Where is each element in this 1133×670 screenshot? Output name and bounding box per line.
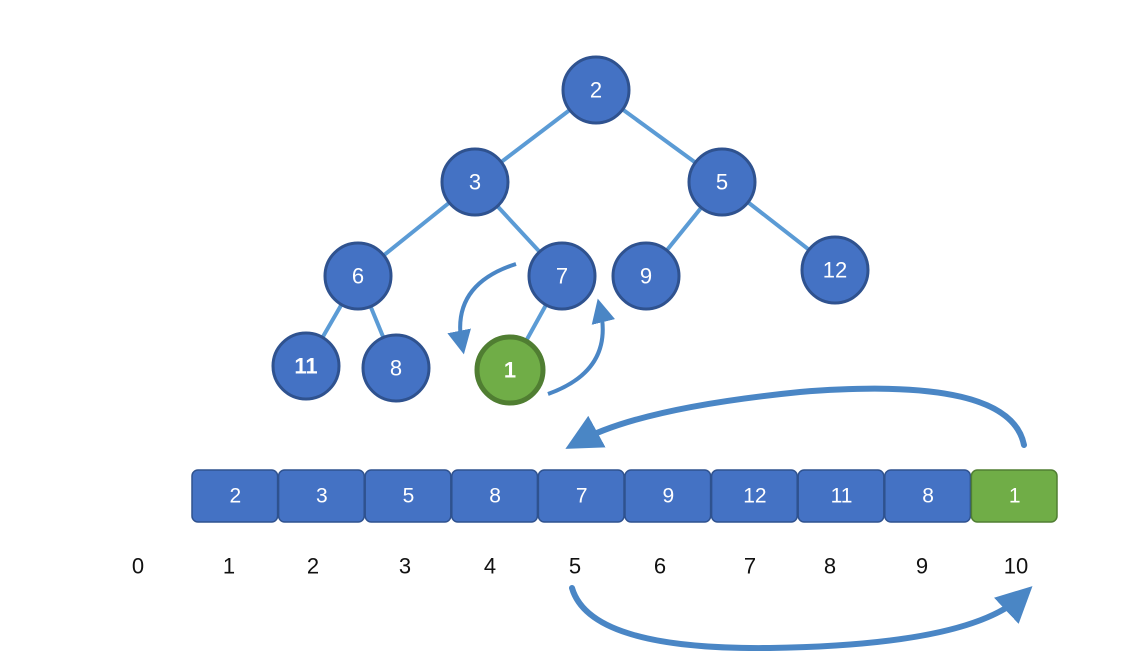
array-cell-1: 2 [191, 469, 279, 523]
tree-nodes: 2 3 5 6 7 9 12 11 8 1 [271, 55, 870, 406]
array-cell-5: 7 [537, 469, 625, 523]
swap-arrows [447, 262, 616, 396]
array-cell-value: 5 [403, 485, 415, 508]
tree-node-label: 3 [469, 170, 481, 195]
arrow-parent-to-array [569, 585, 1033, 652]
tree-node-circle [561, 55, 631, 125]
tree-node-7: 7 [527, 241, 597, 311]
array-index-label: 10 [1004, 554, 1028, 579]
tree-node-circle [271, 331, 341, 401]
array-cell-value: 8 [489, 485, 501, 508]
array-cell-value: 8 [922, 485, 934, 508]
tree-node-8: 8 [361, 333, 431, 403]
tree-node-label: 7 [556, 264, 568, 289]
tree-node-label: 9 [640, 264, 652, 289]
tree-node-label: 6 [352, 264, 364, 289]
tree-node-circle [474, 334, 546, 406]
array-index-label: 6 [654, 554, 666, 579]
tree-node-circle [323, 241, 393, 311]
tree-node-label: 8 [390, 356, 402, 381]
array-cell-6: 9 [624, 469, 712, 523]
tree-node-circle [361, 333, 431, 403]
arrow-array-to-parent [565, 385, 1027, 449]
swap-arrow-down [447, 262, 517, 355]
array-index-label: 1 [223, 554, 235, 579]
tree-node-circle [687, 147, 757, 217]
heap-array: 2 3 5 8 7 9 12 11 8 1 [191, 469, 1058, 523]
array-cell-value: 9 [662, 485, 674, 508]
tree-node-label: 11 [294, 354, 317, 379]
array-index-label: 8 [824, 554, 836, 579]
tree-edges [304, 88, 837, 371]
array-index-label: 0 [132, 554, 144, 579]
tree-node-12: 12 [800, 235, 870, 305]
array-cell-box [191, 469, 279, 523]
array-indices: 0 1 2 3 4 5 6 7 8 9 10 [132, 554, 1028, 579]
array-cell-box [970, 469, 1058, 523]
tree-node-11: 11 [271, 331, 341, 401]
tree-node-label: 2 [590, 78, 602, 103]
tree-node-circle [800, 235, 870, 305]
array-cell-box [710, 469, 798, 523]
tree-node-5: 5 [687, 147, 757, 217]
array-cell-7: 12 [710, 469, 798, 523]
tree-node-circle [440, 147, 510, 217]
array-index-label: 3 [399, 554, 411, 579]
array-cell-box [364, 469, 452, 523]
array-cell-value: 12 [743, 485, 766, 508]
array-cell-8: 11 [797, 469, 885, 523]
array-cell-2: 3 [277, 469, 365, 523]
array-arrows [565, 385, 1033, 652]
array-cell-10: 1 [970, 469, 1058, 523]
tree-node-label: 1 [504, 358, 516, 383]
array-cell-4: 8 [451, 469, 539, 523]
swap-arrow-up [547, 298, 616, 396]
array-cell-value: 11 [831, 485, 853, 508]
tree-node-6: 6 [323, 241, 393, 311]
array-cell-3: 5 [364, 469, 452, 523]
array-cell-value: 7 [576, 485, 588, 508]
array-cell-value: 2 [229, 485, 241, 508]
array-index-label: 4 [484, 554, 496, 579]
tree-node-2: 2 [561, 55, 631, 125]
tree-node-1: 1 [474, 334, 546, 406]
tree-node-circle [611, 241, 681, 311]
tree-node-label: 12 [823, 258, 847, 283]
tree-node-3: 3 [440, 147, 510, 217]
tree-node-circle [527, 241, 597, 311]
array-index-label: 5 [569, 554, 581, 579]
array-cell-box [451, 469, 539, 523]
array-cell-box [884, 469, 972, 523]
array-index-label: 9 [916, 554, 928, 579]
array-cell-9: 8 [884, 469, 972, 523]
array-index-label: 2 [307, 554, 319, 579]
array-cell-value: 3 [316, 485, 328, 508]
array-index-label: 7 [744, 554, 756, 579]
array-cell-value: 1 [1009, 485, 1021, 508]
tree-node-label: 5 [716, 170, 728, 195]
tree-node-9: 9 [611, 241, 681, 311]
array-cell-box [797, 469, 885, 523]
array-cell-box [537, 469, 625, 523]
array-cell-box [277, 469, 365, 523]
array-cell-box [624, 469, 712, 523]
